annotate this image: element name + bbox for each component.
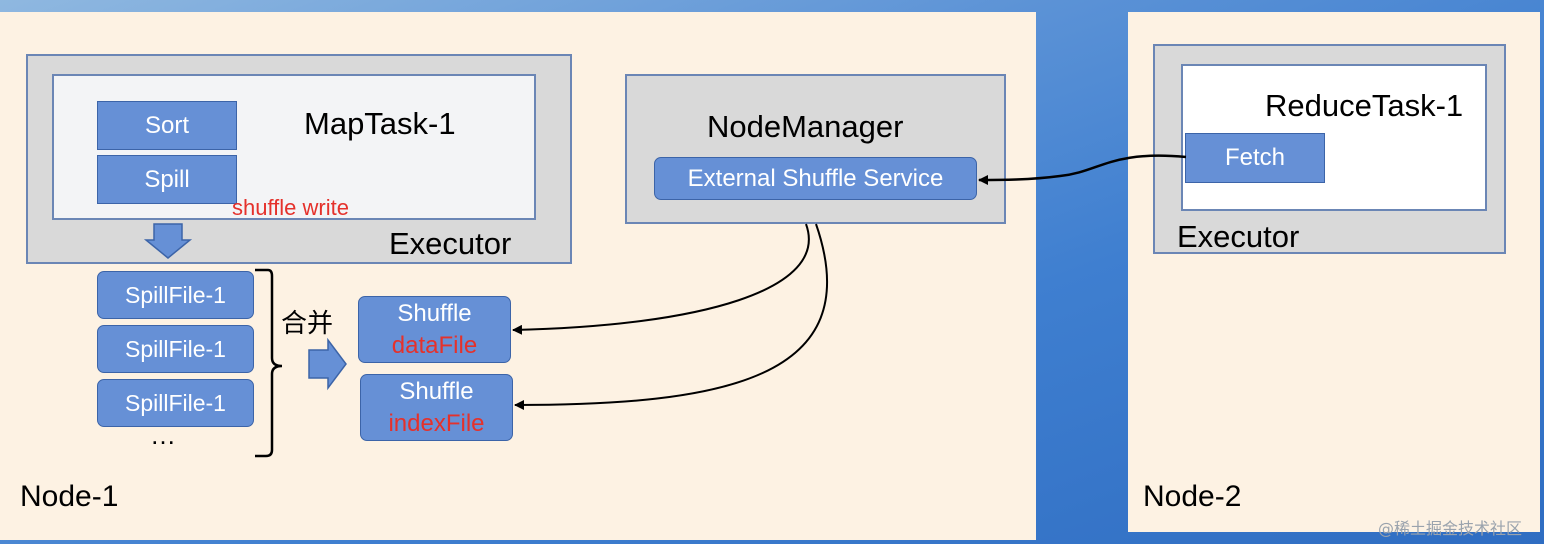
executor-node-2-label: Executor <box>1177 219 1300 254</box>
sort-box[interactable]: Sort <box>97 101 237 150</box>
node-2-label: Node-2 <box>1143 480 1242 513</box>
watermark: @稀土掘金技术社区 <box>1378 519 1523 538</box>
shuffle-write-label: shuffle write <box>232 195 349 220</box>
node-1-label: Node-1 <box>20 480 119 513</box>
reduce-task-title: ReduceTask-1 <box>1265 88 1464 123</box>
shuffle-data-file-box[interactable]: Shuffle dataFile <box>358 296 511 363</box>
shuffle-data-file-title: Shuffle <box>397 299 472 327</box>
down-arrow-icon <box>143 223 193 259</box>
shuffle-data-file-subtitle: dataFile <box>391 331 478 359</box>
ellipsis-label: … <box>150 420 176 450</box>
shuffle-index-file-subtitle: indexFile <box>388 409 485 437</box>
service-to-datafile-connector <box>512 223 810 335</box>
spill-file-box[interactable]: SpillFile-1 <box>97 325 254 373</box>
merge-label: 合并 <box>281 308 334 338</box>
external-shuffle-service-box[interactable]: External Shuffle Service <box>654 157 977 200</box>
spill-file-box[interactable]: SpillFile-1 <box>97 379 254 427</box>
shuffle-index-file-title: Shuffle <box>399 377 474 405</box>
spill-file-box[interactable]: SpillFile-1 <box>97 271 254 319</box>
map-task-title: MapTask-1 <box>304 106 456 141</box>
fetch-connector <box>978 154 1187 185</box>
node-manager-title: NodeManager <box>707 109 904 144</box>
merge-arrow-icon <box>308 337 347 391</box>
shuffle-index-file-box[interactable]: Shuffle indexFile <box>360 374 513 441</box>
spill-box[interactable]: Spill <box>97 155 237 204</box>
merge-brace <box>255 268 283 458</box>
service-to-indexfile-connector <box>514 223 829 410</box>
executor-node-1-label: Executor <box>389 226 512 261</box>
